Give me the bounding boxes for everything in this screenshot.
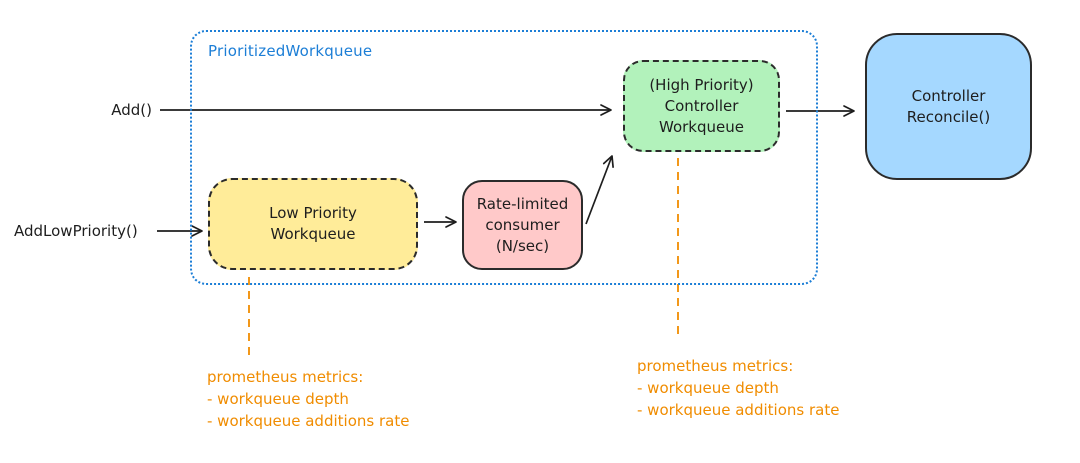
node-rate-limited-consumer: Rate-limited consumer (N/sec) bbox=[462, 180, 583, 270]
node-low-priority-workqueue: Low Priority Workqueue bbox=[208, 178, 418, 270]
annotation-low-priority-metrics: prometheus metrics: - workqueue depth - … bbox=[207, 366, 409, 432]
annotation-item: - workqueue additions rate bbox=[637, 401, 840, 419]
annotation-item: - workqueue depth bbox=[207, 390, 349, 408]
annotation-item: - workqueue additions rate bbox=[207, 412, 410, 430]
add-entry-label: Add() bbox=[111, 101, 152, 119]
node-controller-reconcile-label: Controller Reconcile() bbox=[906, 86, 991, 126]
node-high-priority-controller-workqueue-label: (High Priority) Controller Workqueue bbox=[649, 75, 754, 136]
container-label: PrioritizedWorkqueue bbox=[208, 42, 373, 60]
annotation-item: - workqueue depth bbox=[637, 379, 779, 397]
node-controller-reconcile: Controller Reconcile() bbox=[865, 33, 1032, 180]
prioritized-workqueue-container: PrioritizedWorkqueue bbox=[190, 30, 818, 285]
node-low-priority-workqueue-label: Low Priority Workqueue bbox=[269, 204, 357, 243]
node-high-priority-controller-workqueue: (High Priority) Controller Workqueue bbox=[623, 60, 780, 152]
add-low-priority-entry-label: AddLowPriority() bbox=[14, 222, 138, 240]
node-rate-limited-consumer-label: Rate-limited consumer (N/sec) bbox=[476, 194, 569, 255]
annotation-title: prometheus metrics: bbox=[637, 357, 794, 375]
annotation-high-priority-metrics: prometheus metrics: - workqueue depth - … bbox=[637, 355, 839, 421]
annotation-title: prometheus metrics: bbox=[207, 368, 364, 386]
